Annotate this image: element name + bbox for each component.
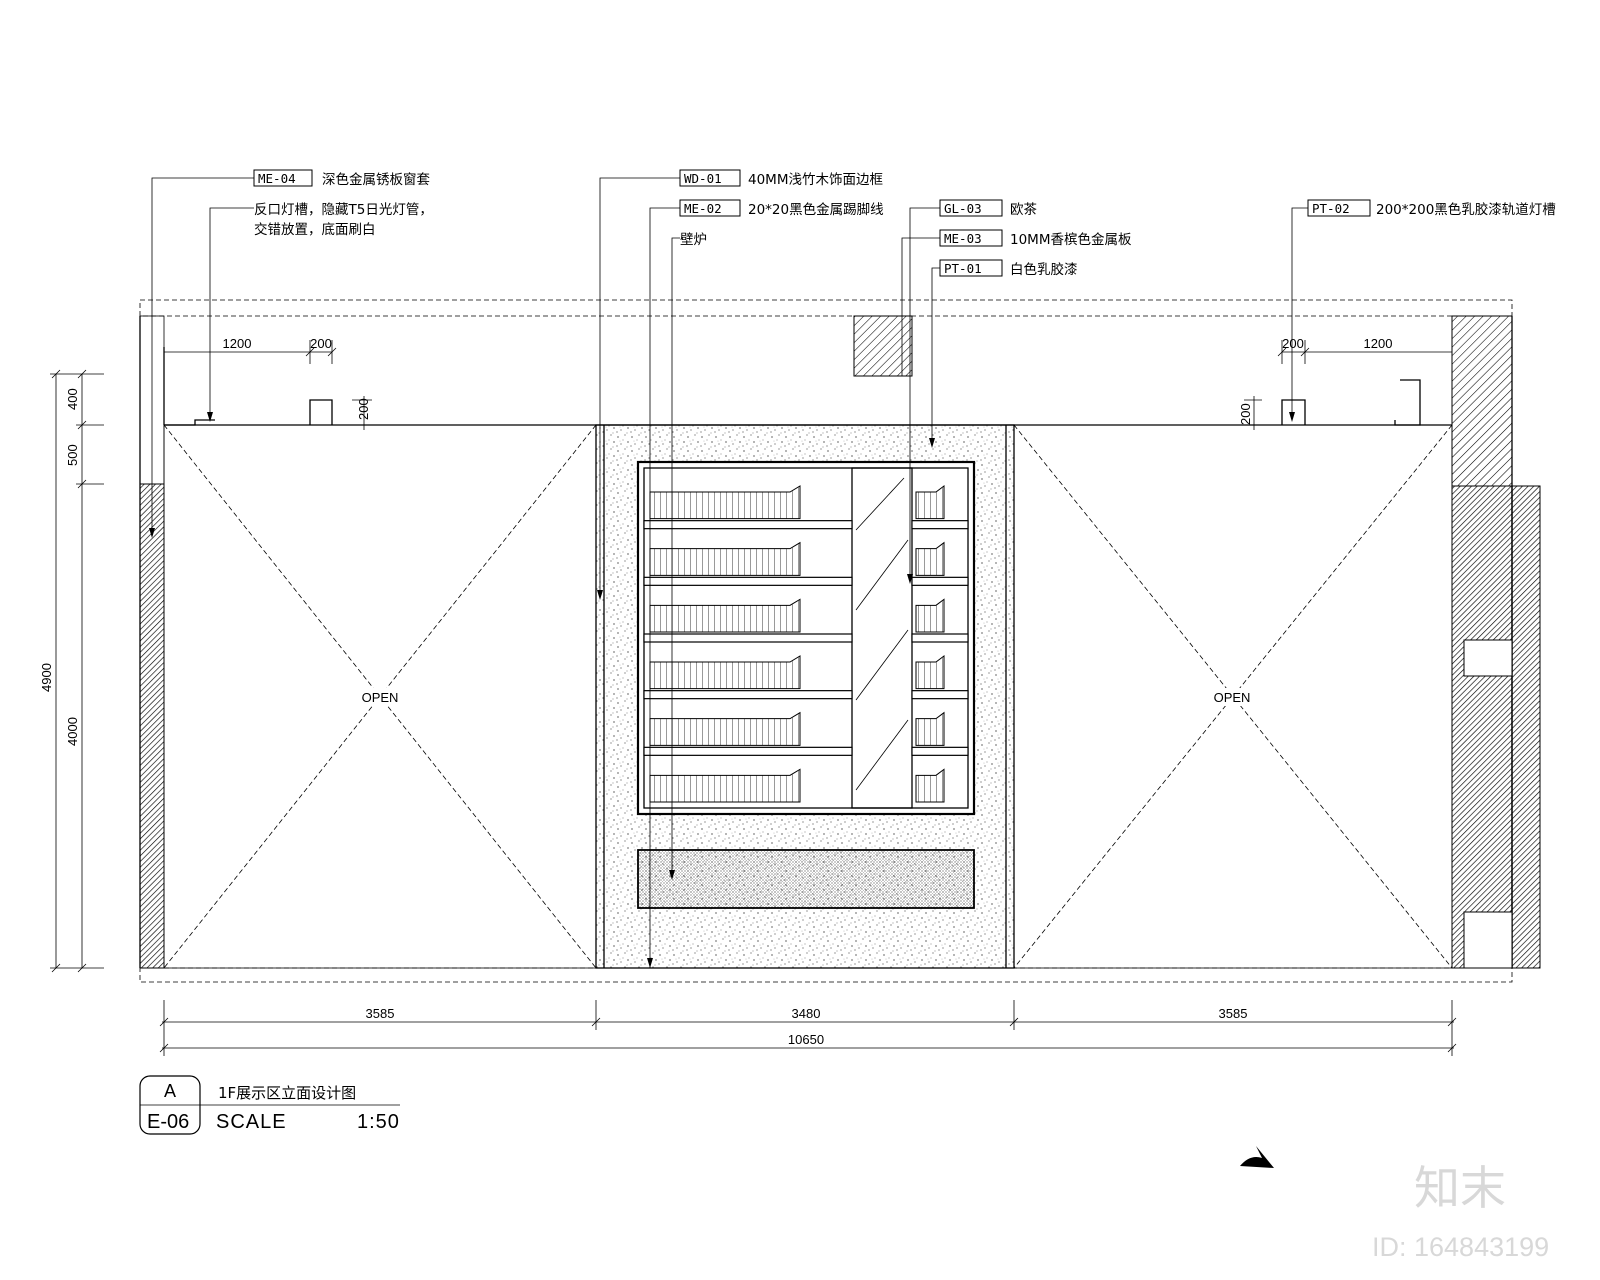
svg-text:200: 200 — [1282, 336, 1304, 351]
right-column — [1451, 315, 1541, 969]
opening-left-label: OPEN — [362, 690, 399, 705]
material-callouts — [149, 177, 1308, 968]
floor-band — [139, 967, 1513, 983]
shelf-board — [643, 690, 853, 700]
tag-gl-03: GL-03 欧茶 — [939, 199, 1038, 218]
light-slot-right — [1281, 379, 1421, 426]
shelf-board — [643, 633, 853, 643]
watermark-id: ID: 164843199 — [1372, 1232, 1549, 1262]
svg-text:1200: 1200 — [223, 336, 252, 351]
right-column-panel-mid — [1463, 639, 1513, 677]
light-slot-left — [163, 347, 333, 426]
svg-text:4900: 4900 — [39, 663, 54, 692]
svg-text:3480: 3480 — [792, 1006, 821, 1021]
svg-text:ME-02: ME-02 — [684, 201, 722, 216]
tag-me-03: ME-03 10MM香槟色金属板 — [939, 229, 1132, 248]
dims-top-right: 200 1200 200 — [1238, 336, 1452, 430]
shelf-plates-right — [915, 768, 945, 803]
svg-text:10MM香槟色金属板: 10MM香槟色金属板 — [1010, 231, 1132, 248]
watermark-brand: 知末 — [1414, 1161, 1506, 1215]
shelf-board — [911, 690, 969, 700]
fireplace — [637, 849, 975, 909]
scale-value: 1:50 — [357, 1111, 400, 1133]
shelf-board — [911, 746, 969, 756]
svg-text:PT-02: PT-02 — [1312, 201, 1350, 216]
svg-text:10650: 10650 — [788, 1032, 824, 1047]
svg-text:200: 200 — [356, 398, 371, 420]
drawing-title: 1F展示区立面设计图 — [218, 1084, 356, 1102]
shelf-plates-right — [915, 655, 945, 690]
svg-text:ME-03: ME-03 — [944, 231, 982, 246]
shelf-board — [911, 576, 969, 586]
svg-text:WD-01: WD-01 — [684, 171, 722, 186]
shelf-board — [643, 576, 853, 586]
svg-text:3585: 3585 — [366, 1006, 395, 1021]
svg-text:ME-04: ME-04 — [258, 171, 296, 186]
shelf-plates-right — [915, 541, 945, 576]
svg-text:3585: 3585 — [1219, 1006, 1248, 1021]
shelf-plates-right — [915, 485, 945, 520]
svg-text:4000: 4000 — [65, 717, 80, 746]
svg-text:400: 400 — [65, 388, 80, 410]
title-block: A E-06 1F展示区立面设计图 SCALE 1:50 — [139, 1075, 400, 1135]
dims-bottom: 3585 3480 3585 10650 — [159, 1000, 1457, 1056]
tag-pt-02: PT-02 200*200黑色乳胶漆轨道灯槽 — [1307, 199, 1556, 218]
tag-me-02: ME-02 20*20黑色金属踢脚线 — [679, 199, 884, 218]
shelf-board — [643, 520, 853, 530]
dims-vertical: 400 500 4000 4900 — [39, 369, 104, 973]
ceiling-beam — [853, 315, 913, 377]
note-light-slot-1: 反口灯槽，隐藏T5日光灯管， — [254, 202, 433, 218]
note-fireplace: 壁炉 — [680, 232, 707, 248]
dims-top-left: 1200 200 200 — [164, 336, 372, 430]
tag-me-04: ME-04 深色金属锈板窗套 — [253, 169, 430, 188]
shelf-board — [643, 746, 853, 756]
shelf-board — [911, 633, 969, 643]
shelf-plates-right — [915, 598, 945, 633]
svg-text:200: 200 — [1238, 403, 1253, 425]
svg-text:深色金属锈板窗套: 深色金属锈板窗套 — [322, 171, 430, 188]
svg-text:PT-01: PT-01 — [944, 261, 982, 276]
svg-text:20*20黑色金属踢脚线: 20*20黑色金属踢脚线 — [748, 201, 884, 218]
note-light-slot-2: 交错放置，底面刷白 — [254, 221, 376, 238]
arrow-icon — [1240, 1146, 1274, 1168]
opening-left: OPEN — [163, 424, 597, 969]
svg-text:200*200黑色乳胶漆轨道灯槽: 200*200黑色乳胶漆轨道灯槽 — [1376, 201, 1556, 218]
shelf-plates-right — [915, 711, 945, 746]
svg-text:欧茶: 欧茶 — [1010, 202, 1038, 218]
tag-wd-01: WD-01 40MM浅竹木饰面边框 — [679, 169, 883, 188]
sheet-number: E-06 — [147, 1111, 189, 1133]
shelf-board — [911, 520, 969, 530]
svg-text:白色乳胶漆: 白色乳胶漆 — [1010, 261, 1078, 278]
svg-text:GL-03: GL-03 — [944, 201, 982, 216]
scale-label: SCALE — [216, 1111, 287, 1133]
svg-text:40MM浅竹木饰面边框: 40MM浅竹木饰面边框 — [748, 172, 883, 188]
tag-pt-01: PT-01 白色乳胶漆 — [939, 259, 1078, 278]
cabinet-shelves — [643, 485, 969, 803]
svg-text:1200: 1200 — [1364, 336, 1393, 351]
svg-text:200: 200 — [310, 336, 332, 351]
right-column-panel-base — [1463, 911, 1513, 969]
svg-text:500: 500 — [65, 444, 80, 466]
opening-right-label: OPEN — [1214, 690, 1251, 705]
opening-right: OPEN — [1013, 424, 1453, 969]
detail-letter: A — [164, 1081, 176, 1101]
